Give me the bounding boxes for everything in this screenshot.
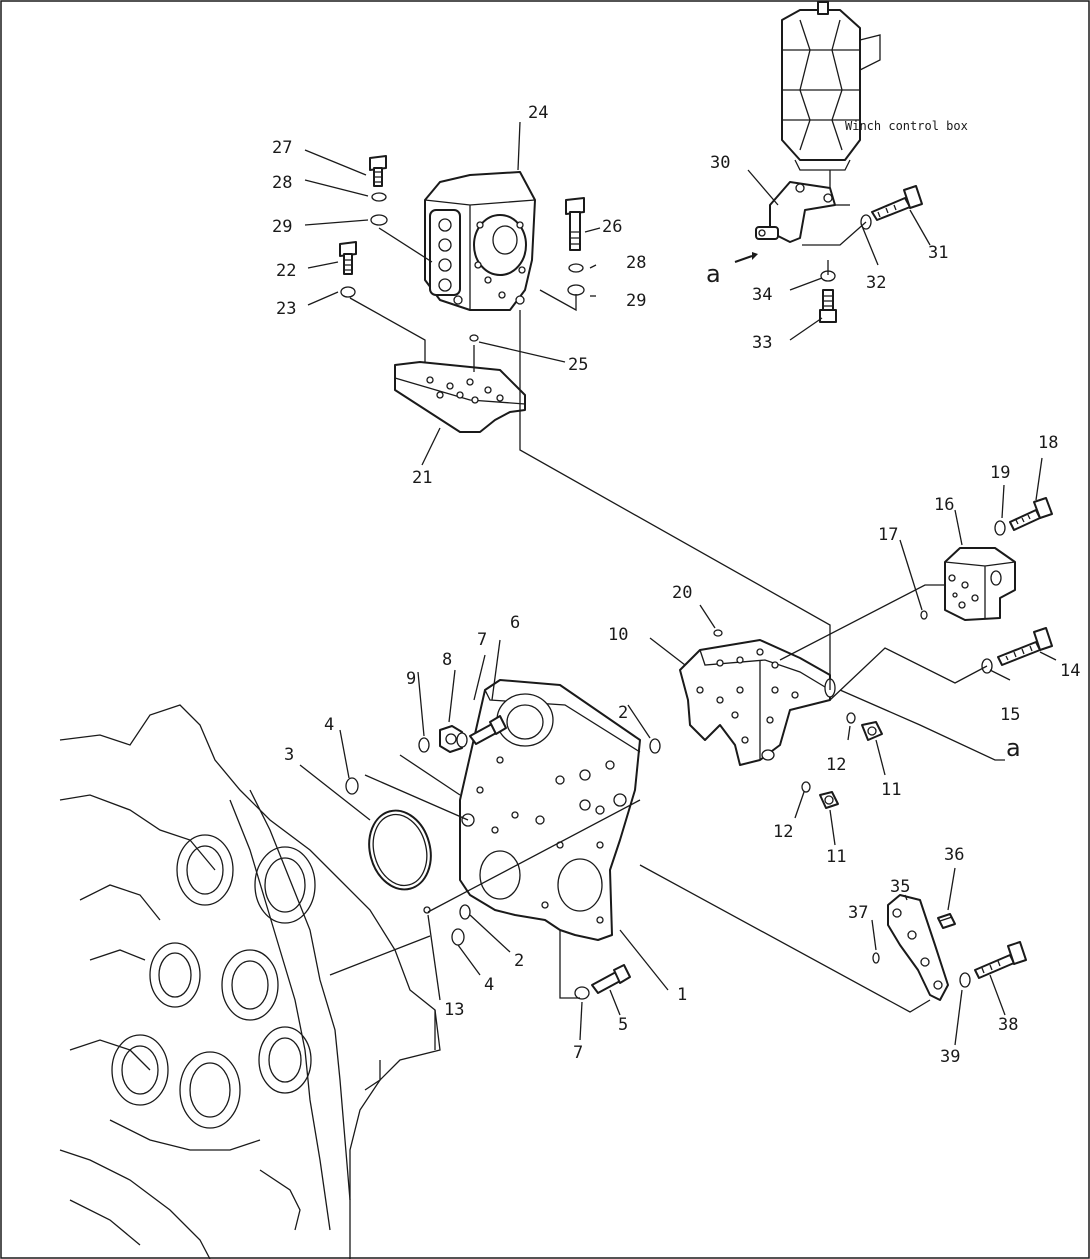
valve-plate-part-1 (459, 679, 641, 941)
label-part-15: 15 (1000, 705, 1020, 725)
label-part-4: 4 (484, 975, 494, 995)
label-part-29: 29 (626, 291, 646, 311)
label-part-24: 24 (528, 103, 548, 123)
label-part-37: 37 (848, 903, 868, 923)
label-part-17: 17 (878, 525, 898, 545)
label-part-16: 16 (934, 495, 954, 515)
label-part-19: 19 (990, 463, 1010, 483)
label-part-12: 12 (826, 755, 846, 775)
label-part-13: 13 (444, 1000, 464, 1020)
label-part-28: 28 (626, 253, 646, 273)
label-part-7: 7 (573, 1043, 583, 1063)
label-part-8: 8 (442, 650, 452, 670)
label-part-20: 20 (672, 583, 692, 603)
label-part-34: 34 (752, 285, 772, 305)
reference-arrow-a: a (706, 260, 721, 288)
plugs-part-11-12 (801, 712, 883, 809)
label-part-39: 39 (940, 1047, 960, 1067)
label-part-26: 26 (602, 217, 622, 237)
label-part-25: 25 (568, 355, 588, 375)
label-part-11: 11 (881, 780, 901, 800)
part-labels: 1 2 2 3 4 4 5 6 7 7 8 9 10 11 11 12 12 1… (272, 103, 1080, 1067)
label-part-9: 9 (406, 669, 416, 689)
transmission-case (59, 704, 441, 1259)
label-part-1: 1 (677, 985, 687, 1005)
o-ring-part-3 (368, 809, 432, 891)
label-part-23: 23 (276, 299, 296, 319)
label-part-18: 18 (1038, 433, 1058, 453)
winch-control-box (734, 1, 923, 323)
label-part-38: 38 (998, 1015, 1018, 1035)
plate-part-21 (394, 334, 526, 433)
label-part-6: 6 (510, 613, 520, 633)
label-part-27: 27 (272, 138, 292, 158)
bolts-top (339, 155, 585, 298)
bolt-part-38 (959, 941, 1027, 988)
label-part-2: 2 (618, 703, 628, 723)
bracket-part-35 (872, 894, 956, 1001)
o-ring-part-20 (713, 629, 723, 637)
label-part-11: 11 (826, 847, 846, 867)
label-part-4: 4 (324, 715, 334, 735)
label-part-3: 3 (284, 745, 294, 765)
label-part-5: 5 (618, 1015, 628, 1035)
label-part-7: 7 (477, 630, 487, 650)
label-part-14: 14 (1060, 661, 1080, 681)
valve-block-part-16 (920, 547, 1016, 621)
reference-arrow-a: a (1006, 734, 1021, 762)
bolt-part-18 (994, 497, 1053, 536)
label-part-12: 12 (773, 822, 793, 842)
label-part-31: 31 (928, 243, 948, 263)
label-part-10: 10 (608, 625, 628, 645)
label-part-28: 28 (272, 173, 292, 193)
label-part-32: 32 (866, 273, 886, 293)
label-part-21: 21 (412, 468, 432, 488)
bolt-part-14 (981, 627, 1053, 674)
label-part-30: 30 (710, 153, 730, 173)
label-part-22: 22 (276, 261, 296, 281)
label-part-2: 2 (514, 951, 524, 971)
winch-control-box-note: Winch control box (845, 119, 968, 133)
valve-housing-part-24 (424, 171, 536, 311)
leader-lines (299, 121, 1057, 1046)
label-part-29: 29 (272, 217, 292, 237)
label-part-35: 35 (890, 877, 910, 897)
small-parts-plate (345, 715, 661, 1000)
control-valve-part-10 (679, 639, 836, 766)
label-part-36: 36 (944, 845, 964, 865)
label-part-33: 33 (752, 333, 772, 353)
